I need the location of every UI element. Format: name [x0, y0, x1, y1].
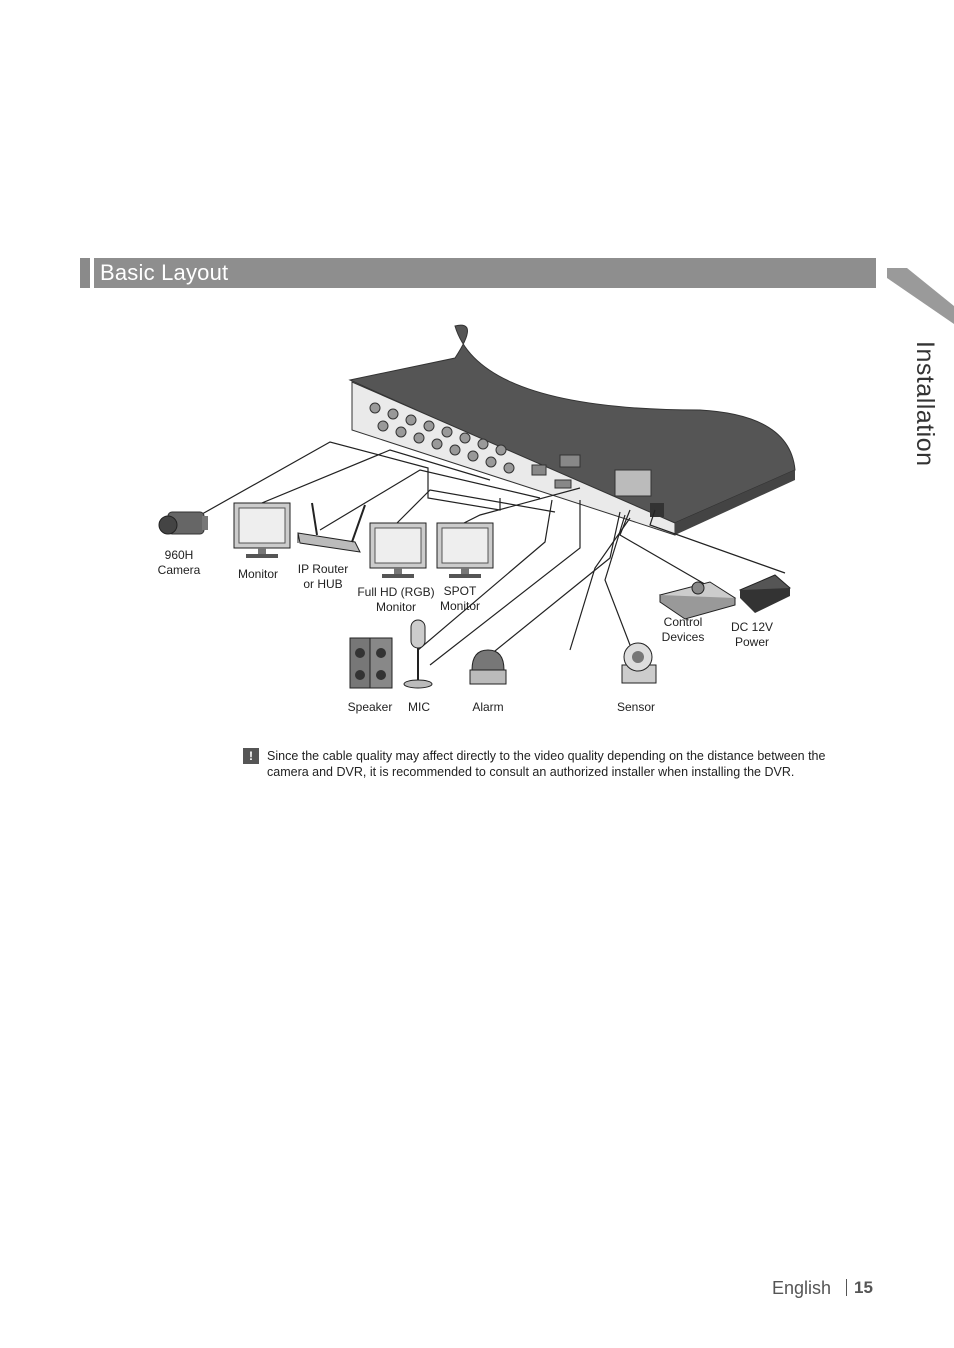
label-spot-monitor: SPOT Monitor — [439, 584, 480, 613]
spot-monitor-icon — [436, 522, 494, 578]
label-monitor: Monitor — [237, 567, 278, 581]
chapter-tab-shape — [887, 268, 954, 324]
dvr-unit — [348, 324, 796, 536]
power-adapter-icon — [739, 574, 791, 613]
label-speaker: Speaker — [347, 700, 393, 714]
sensor-icon — [621, 642, 657, 684]
speaker-icon — [349, 637, 393, 689]
router-icon — [297, 502, 366, 553]
label-control-devices: Control Devices — [661, 615, 705, 644]
section-title: Basic Layout — [100, 260, 229, 285]
label-fullhd-monitor: Full HD (RGB) Monitor — [357, 585, 435, 614]
connection-diagram — [158, 324, 796, 689]
label-mic: MIC — [408, 700, 430, 714]
control-device-icon — [658, 581, 737, 620]
footer-divider — [846, 1279, 847, 1296]
fullhd-monitor-icon — [369, 522, 427, 578]
section-header: Basic Layout — [80, 258, 876, 288]
section-marker — [80, 258, 90, 288]
camera-icon — [158, 511, 208, 535]
monitor-icon — [233, 502, 291, 558]
label-alarm: Alarm — [472, 700, 504, 714]
alarm-icon — [469, 649, 507, 685]
label-router: IP Router or HUB — [297, 562, 349, 591]
footer-language: English — [772, 1278, 832, 1298]
note-icon: ! — [243, 748, 259, 764]
note-text: Since the cable quality may affect direc… — [267, 749, 826, 779]
section-band — [94, 258, 876, 288]
chapter-tab-label: Installation — [911, 341, 939, 467]
page-number: 15 — [854, 1278, 873, 1297]
label-camera: 960H Camera — [157, 548, 201, 577]
mic-icon — [403, 619, 433, 689]
label-sensor: Sensor — [616, 700, 656, 714]
label-dc-power: DC 12V Power — [730, 620, 774, 649]
